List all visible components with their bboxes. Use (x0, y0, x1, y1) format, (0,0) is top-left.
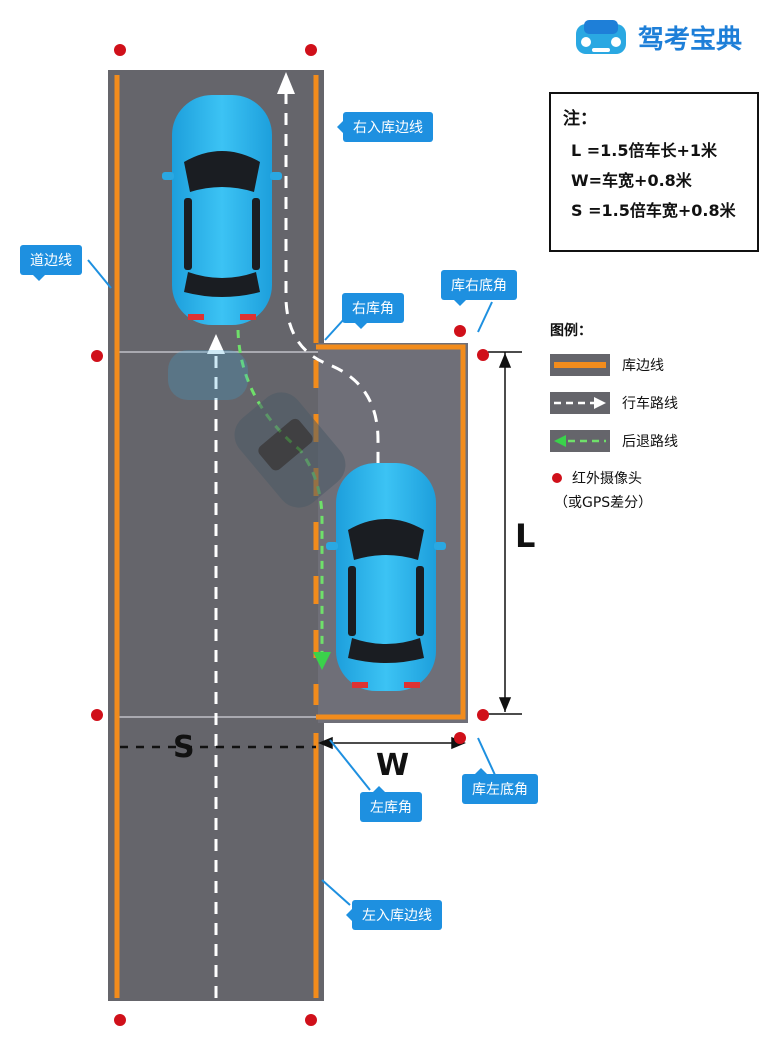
centre-path-arrow-icon (207, 334, 225, 354)
dimension-w-label: W (376, 748, 410, 783)
top-car (162, 95, 282, 325)
legend-item: 库边线 (550, 354, 678, 376)
red-dot-swatch (552, 473, 562, 483)
legend-label: 行车路线 (622, 396, 678, 412)
legend-item: 行车路线 (550, 392, 678, 414)
bay-outline (316, 344, 466, 720)
camera-dot (114, 1014, 126, 1026)
legend-label: 红外摄像头 (572, 471, 642, 487)
legend-item: 后退路线 (550, 430, 678, 452)
label-left-bay-bottom-corner: 库左底角 (462, 768, 538, 804)
ghost-car (234, 392, 346, 508)
orange-line-swatch (550, 354, 610, 376)
cameras (91, 44, 489, 1026)
legend-title: 图例： (550, 323, 592, 339)
right-driving-path (284, 92, 380, 470)
label-right-bay-bottom-corner: 库右底角 (441, 270, 517, 306)
edge-lines (114, 75, 466, 998)
note-line: L =1.5倍车长+1米 (571, 141, 718, 160)
note-line: W=车宽+0.8米 (571, 171, 692, 190)
camera-dot (454, 325, 466, 337)
camera-dot (477, 349, 489, 361)
dimension-l (488, 351, 522, 715)
car-logo-icon (576, 20, 626, 54)
camera-dot (305, 1014, 317, 1026)
legend: 图例： 库边线 行车路线 后退路线 红外摄像头 （或GPS差分） (550, 320, 678, 512)
camera-dot (91, 709, 103, 721)
ghost-glow (168, 350, 248, 400)
parked-car (326, 463, 446, 691)
dimension-w (318, 736, 466, 750)
label-road-edge: 道边线 (20, 245, 82, 281)
legend-label: 后退路线 (622, 434, 678, 450)
camera-dot (305, 44, 317, 56)
label-right-bay-corner: 右库角 (342, 293, 404, 329)
legend-item: 红外摄像头 (550, 468, 678, 488)
note-title: 注： (563, 109, 597, 129)
note-line: S =1.5倍车宽+0.8米 (571, 201, 736, 220)
camera-dot (91, 350, 103, 362)
camera-dot (477, 709, 489, 721)
label-right-entry-line: 右入库边线 (337, 112, 433, 142)
camera-note: （或GPS差分） (554, 495, 653, 511)
label-left-bay-corner: 左库角 (360, 786, 422, 822)
white-dashed-arrow-swatch (550, 392, 610, 414)
dimension-l-label: L (515, 517, 536, 555)
camera-dot (454, 732, 466, 744)
legend-label: 库边线 (622, 358, 664, 374)
dimension-s-label: S (173, 730, 195, 765)
note-box: 注： L =1.5倍车长+1米 W=车宽+0.8米 S =1.5倍车宽+0.8米 (549, 92, 759, 252)
brand-name: 驾考宝典 (638, 24, 743, 55)
brand: 驾考宝典 (570, 14, 742, 60)
callout-pointers (87, 259, 496, 906)
label-left-entry-line: 左入库边线 (346, 900, 442, 930)
right-path-arrow-icon (277, 72, 295, 94)
reverse-arrow-icon (313, 652, 331, 670)
camera-dot (114, 44, 126, 56)
green-dashed-arrow-swatch (550, 430, 610, 452)
